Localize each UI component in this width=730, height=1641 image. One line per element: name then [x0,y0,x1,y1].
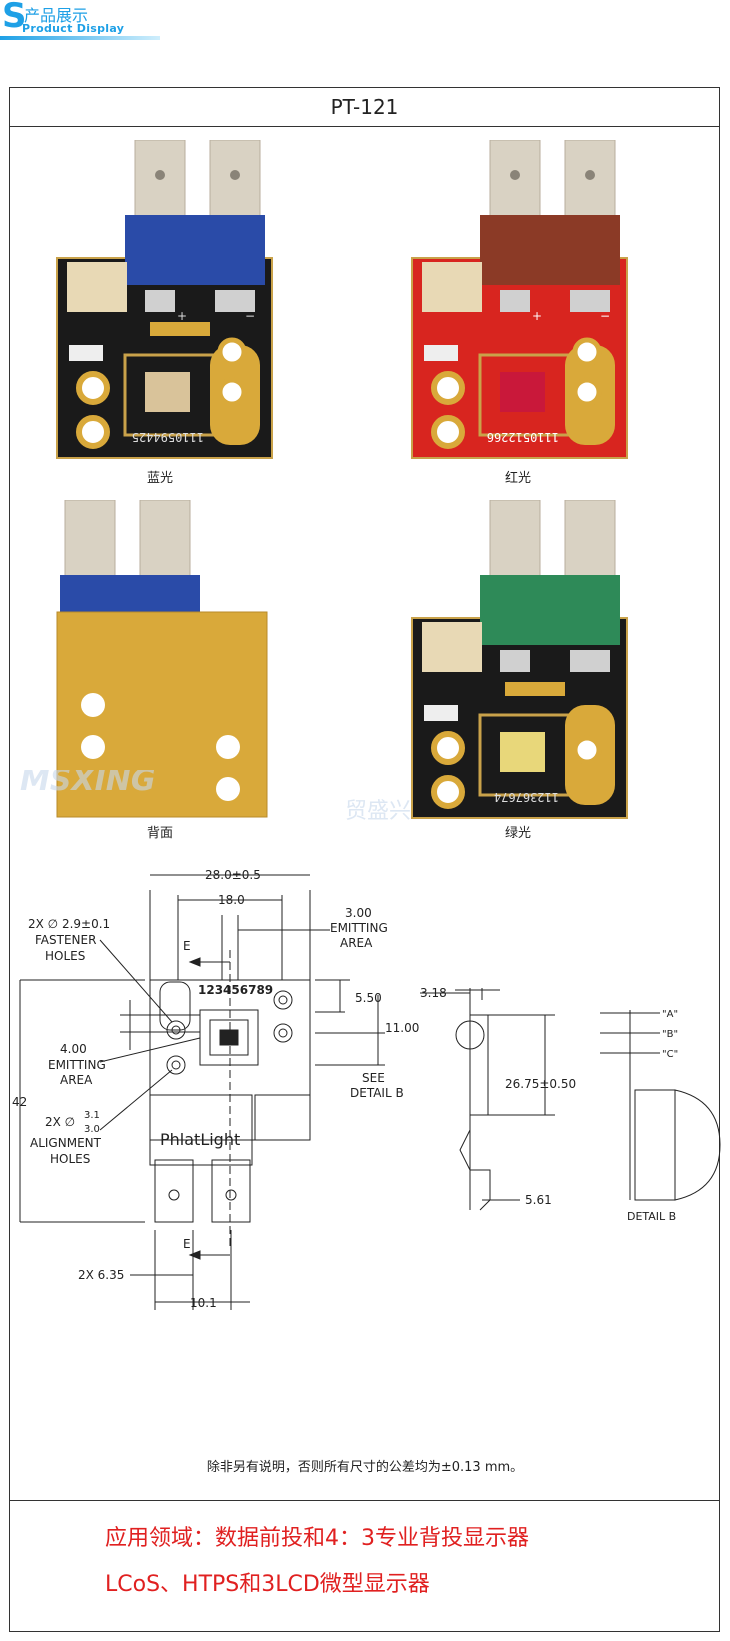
photo-blue-module: + − 1110594425 [56,140,273,459]
see-detail-2: DETAIL B [350,1086,404,1100]
serial-red: 1110512266 [487,430,559,444]
badge-title-cn: 产品展示 [24,6,89,25]
marker-e-top: E [183,939,191,953]
dim-emit-w: 3.00 [345,906,372,920]
align-label3: HOLES [50,1152,90,1166]
dim-height: 42 [12,1095,27,1109]
product-frame: PT-121 [9,87,720,1632]
side-26-75: 26.75±0.50 [505,1077,576,1091]
tolerance-note: 除非另有说明，否则所有尺寸的公差均为±0.13 mm。 [206,1460,524,1475]
detail-b: "B" [662,1029,678,1040]
svg-text:+: + [177,309,187,323]
emit-h-value: 4.00 [60,1042,87,1056]
section-divider [9,1500,720,1501]
dim-emit-w-label2: AREA [340,936,373,950]
fastener-label1: 2X ∅ 2.9±0.1 [28,917,110,931]
emit-h-label1: EMITTING [48,1058,106,1072]
detail-c: "C" [662,1049,678,1060]
caption-blue: 蓝光 [146,471,173,486]
dim-6-35: 2X 6.35 [78,1268,124,1282]
title-row: PT-121 [10,88,719,127]
badge-title-en: Product Display [22,22,125,35]
serial-green: 112367674 [494,790,559,804]
dim-emit-w-label1: EMITTING [330,921,388,935]
svg-text:+: + [532,309,542,323]
badge-letter: S [2,0,27,36]
side-5-61: 5.61 [525,1193,552,1207]
align-label-c: 3.0 [84,1124,100,1135]
drawing-serial: 123456789 [198,983,273,997]
dim-width: 28.0±0.5 [205,870,261,882]
dim-pitch: 18.0 [218,893,245,907]
detail-a: "A" [662,1009,678,1020]
caption-back: 背面 [146,826,173,841]
dim-10-1: 10.1 [190,1296,217,1310]
photo-red-module: + − 1110512266 [411,140,628,459]
caption-red: 红光 [504,471,531,486]
see-detail-1: SEE [362,1071,385,1085]
svg-text:−: − [600,309,610,323]
detail-b-label: DETAIL B [627,1210,676,1223]
marker-e-bottom: E [183,1237,191,1251]
badge-underline [0,36,160,40]
fastener-label2: FASTENER [35,933,96,947]
section-badge: S 产品展示 Product Display [0,0,160,44]
emit-h-label2: AREA [60,1073,93,1087]
product-model-title: PT-121 [330,95,399,119]
align-label-a: 2X ∅ [45,1115,75,1129]
dim-11-00: 11.00 [385,1021,419,1035]
align-label2: ALIGNMENT [30,1136,102,1150]
serial-blue: 1110594425 [132,430,204,444]
fastener-label3: HOLES [45,949,85,963]
photo-green-module: 112367674 [411,500,628,819]
caption-green: 绿光 [504,826,531,841]
side-3-18: 3.18 [420,986,447,1000]
dim-5-50: 5.50 [355,991,382,1005]
align-label-b: 3.1 [84,1110,100,1121]
drawing-brand: PhlatLight [160,1130,240,1149]
photo-back-side [56,500,268,818]
application-line-1: 应用领域：数据前投和4：3专业背投显示器 [105,1526,529,1551]
dimension-drawing: 28.0±0.5 18.0 3.00 EMITTING AREA 2X ∅ 2.… [12,870,721,1310]
application-line-2: LCoS、HTPS和3LCD微型显示器 [105,1572,430,1597]
svg-text:−: − [245,309,255,323]
